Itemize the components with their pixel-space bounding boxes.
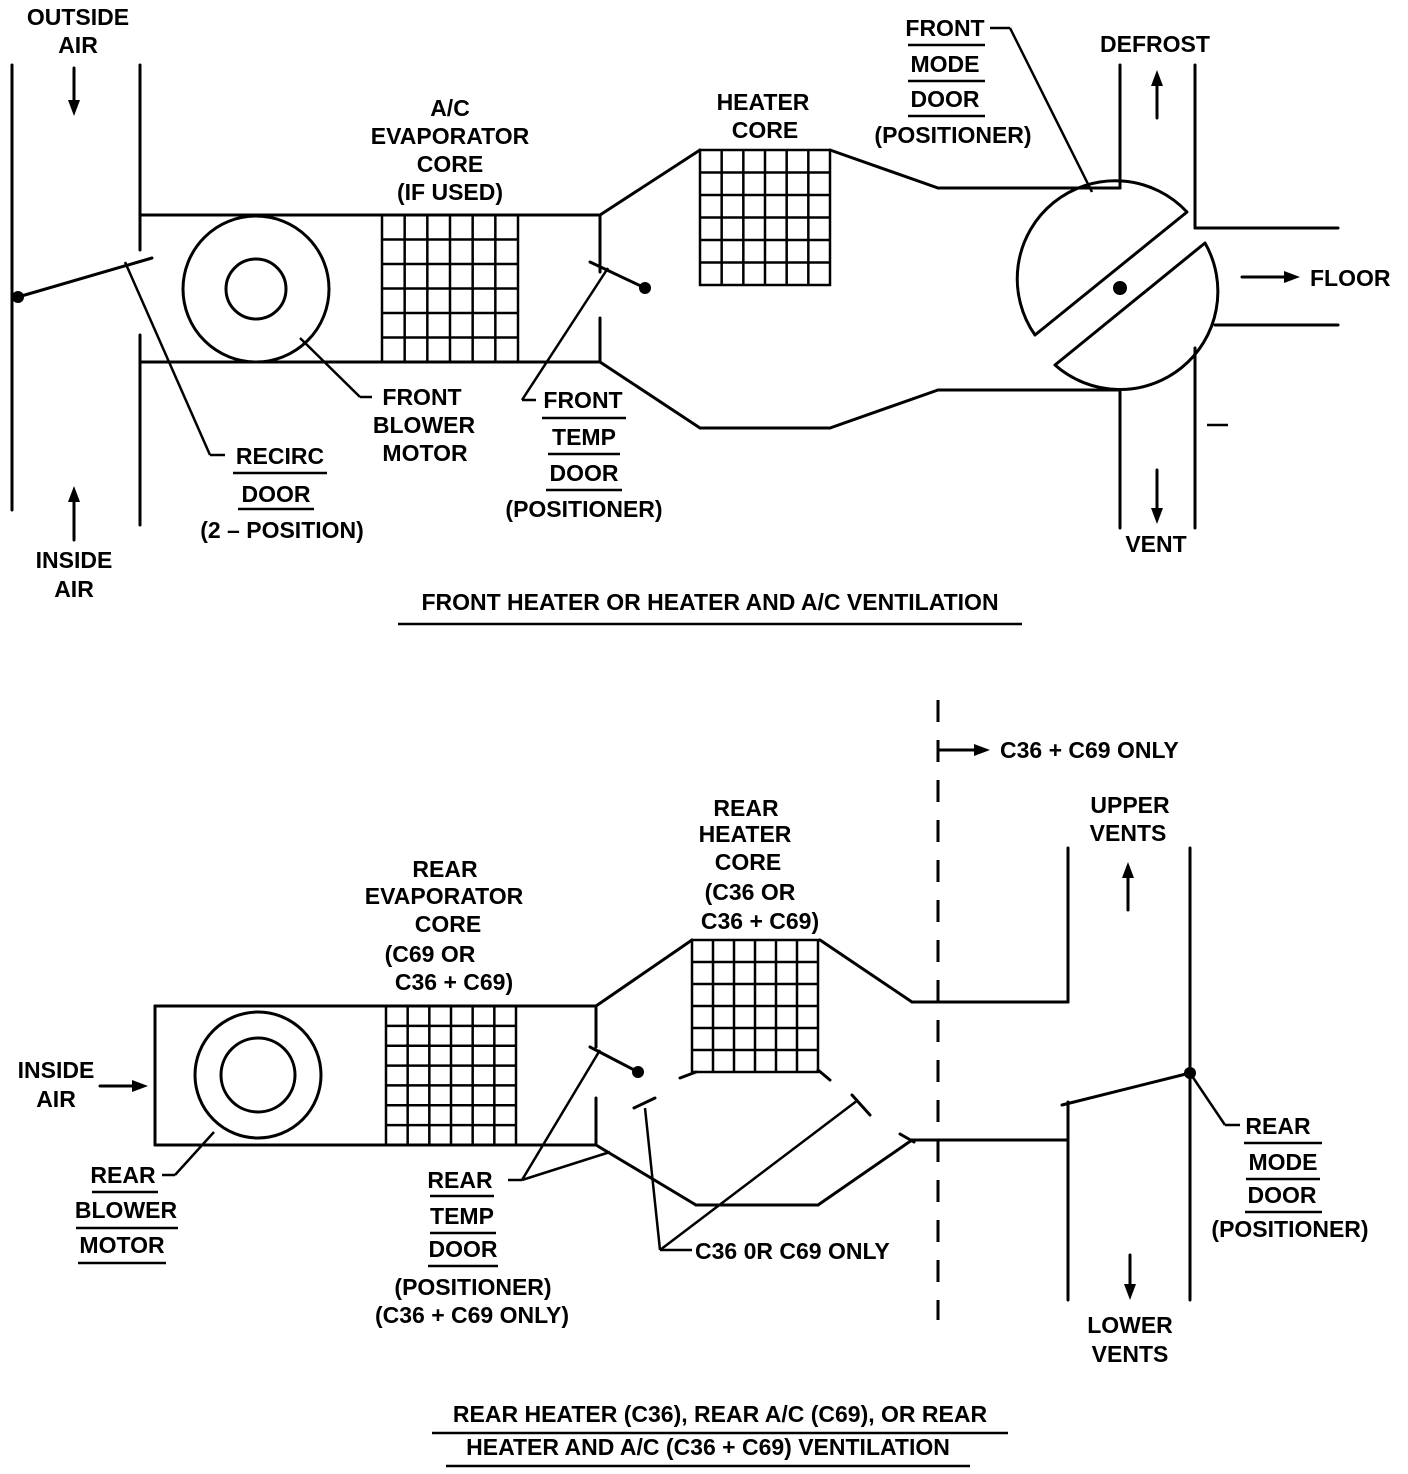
c36-c69-arrow [938, 744, 990, 756]
inside-air-arrow [68, 486, 80, 542]
rear-evaporator-core-grid [384, 1004, 518, 1147]
floor-arrow [1240, 271, 1300, 283]
lower-vents-arrow [1124, 1253, 1136, 1300]
ac-evaporator-core-grid [380, 213, 520, 364]
c36-c69-only-label: C36 + C69 ONLY [1000, 737, 1179, 763]
front-blower-motor-symbol [181, 214, 331, 364]
upper-vents-arrow [1122, 862, 1134, 912]
outside-air-arrow [68, 66, 80, 116]
recirc-door [12, 256, 154, 303]
inside-air-arrow-rear [98, 1080, 148, 1092]
front-temp-door [588, 260, 651, 294]
defrost-arrow [1151, 70, 1163, 120]
vent-label: VENT [1125, 531, 1186, 557]
defrost-label: DEFROST [1100, 31, 1210, 57]
c36-or-c69-only-label: C36 0R C69 ONLY [695, 1238, 890, 1264]
rear-heater-core-grid [690, 938, 820, 1074]
rear-blower-motor-symbol [193, 1010, 323, 1140]
rear-mode-door [1060, 1067, 1196, 1107]
floor-label: FLOOR [1310, 265, 1391, 291]
heater-core-grid [698, 148, 832, 287]
front-mode-door [1015, 179, 1220, 392]
front-caption: FRONT HEATER OR HEATER AND A/C VENTILATI… [421, 589, 998, 615]
rear-caption: REAR HEATER (C36), REAR A/C (C69), OR RE… [453, 1401, 988, 1460]
vent-arrow [1151, 468, 1163, 524]
